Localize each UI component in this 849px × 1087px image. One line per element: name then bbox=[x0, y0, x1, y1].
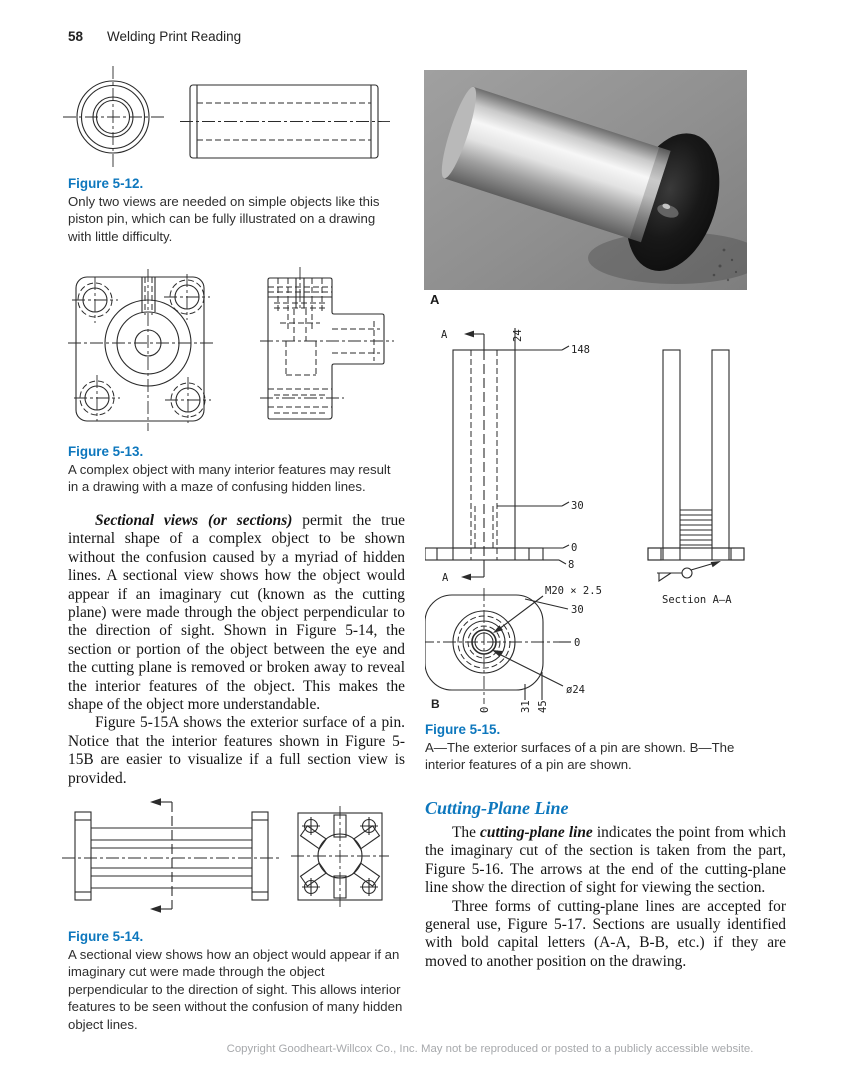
dim-ordinate-0: 0 bbox=[479, 707, 491, 713]
dim-center-datum-0: 0 bbox=[574, 637, 580, 649]
paragraph-cutting-plane-post: indicates the point from which the imagi… bbox=[425, 824, 786, 897]
figure-5-14-caption: A sectional view shows how an object wou… bbox=[68, 947, 403, 1032]
figure-5-15-caption: A—The exterior surfaces of a pin are sho… bbox=[425, 740, 735, 773]
complex-plate-front-view bbox=[68, 269, 213, 431]
section-a-a-view: Section A–A bbox=[647, 349, 745, 606]
figure-5-12-block: Figure 5-12. Only two views are needed o… bbox=[68, 176, 400, 245]
figure-5-15-block: Figure 5-15. A—The exterior surfaces of … bbox=[425, 722, 765, 774]
weld-symbol bbox=[657, 561, 721, 583]
photo-pin bbox=[441, 86, 720, 271]
term-cutting-plane-line: cutting-plane line bbox=[480, 824, 593, 841]
piston-pin-front-view bbox=[63, 66, 165, 168]
cylinder-section-end-view bbox=[291, 806, 389, 907]
dim-counterbore-30: 30 bbox=[571, 604, 584, 616]
paragraph-cutting-plane: The cutting-plane line indicates the poi… bbox=[425, 824, 786, 898]
complex-plate-side-view bbox=[260, 267, 394, 420]
cylinder-side-view bbox=[62, 798, 282, 913]
paragraph-figure-5-15-ref: Figure 5-15A shows the exterior surface … bbox=[68, 714, 405, 787]
paragraph-cutting-plane-pre: The bbox=[452, 824, 481, 841]
page-number: 58 bbox=[68, 29, 84, 44]
figure-5-12-caption: Only two views are needed on simple obje… bbox=[68, 194, 380, 244]
figure-5-15-label: Figure 5-15. bbox=[425, 722, 501, 737]
figure-5-14-block: Figure 5-14. A sectional view shows how … bbox=[68, 929, 408, 1033]
figure-5-13-caption: A complex object with many interior feat… bbox=[68, 462, 391, 495]
dim-thread-depth-30: 30 bbox=[571, 500, 584, 512]
photo-sublabel-a: A bbox=[430, 292, 440, 307]
dim-thread-callout: M20 × 2.5 bbox=[545, 585, 602, 597]
piston-pin-side-view bbox=[180, 84, 390, 159]
dim-diameter-24: 24 bbox=[512, 329, 524, 342]
term-sectional-views: Sectional views (or sections) bbox=[95, 512, 293, 529]
dim-length-148: 148 bbox=[571, 344, 590, 356]
pin-plan-view: M20 × 2.5 30 0 ø24 0 31 45 B bbox=[425, 585, 602, 713]
thread-lines bbox=[680, 514, 712, 546]
dim-datum-0: 0 bbox=[571, 542, 577, 554]
dim-ordinate-31: 31 bbox=[520, 700, 532, 713]
dim-ordinate-45: 45 bbox=[537, 700, 549, 713]
section-heading-cutting-plane-line: Cutting-Plane Line bbox=[425, 798, 569, 818]
section-title: Section A–A bbox=[662, 594, 732, 606]
figure-5-12-drawing bbox=[63, 66, 390, 168]
body-right-column: The cutting-plane line indicates the poi… bbox=[425, 824, 786, 971]
paragraph-three-forms: Three forms of cutting-plane lines are a… bbox=[425, 897, 786, 970]
cutting-plane-letter-bottom: A bbox=[442, 572, 449, 584]
cutting-plane-letter-top: A bbox=[441, 329, 448, 341]
figure-5-13-drawing bbox=[68, 267, 394, 431]
body-left-column: Sectional views (or sections) permit the… bbox=[68, 512, 405, 788]
paragraph-sectional-views-text: permit the true internal shape of a comp… bbox=[68, 512, 406, 714]
figure-5-15-drawing: A 24 148 30 bbox=[425, 328, 745, 713]
dim-dia-callout: ø24 bbox=[566, 684, 585, 696]
running-head: 58 Welding Print Reading bbox=[68, 29, 241, 44]
paragraph-sectional-views: Sectional views (or sections) permit the… bbox=[68, 512, 405, 714]
dim-flange-8: 8 bbox=[568, 559, 574, 571]
photo-speckles bbox=[712, 248, 738, 282]
pin-front-elevation: A 24 148 30 bbox=[425, 328, 590, 584]
figure-5-13-label: Figure 5-13. bbox=[68, 444, 144, 459]
drawing-sublabel-b: B bbox=[431, 697, 440, 711]
figure-5-14-drawing bbox=[62, 798, 389, 913]
pin-photo bbox=[424, 70, 747, 290]
running-title: Welding Print Reading bbox=[107, 29, 242, 44]
figure-5-13-block: Figure 5-13. A complex object with many … bbox=[68, 444, 404, 496]
figure-5-14-label: Figure 5-14. bbox=[68, 929, 144, 944]
copyright-footer: Copyright Goodheart-Willcox Co., Inc. Ma… bbox=[226, 1043, 754, 1055]
figure-5-12-label: Figure 5-12. bbox=[68, 176, 144, 191]
